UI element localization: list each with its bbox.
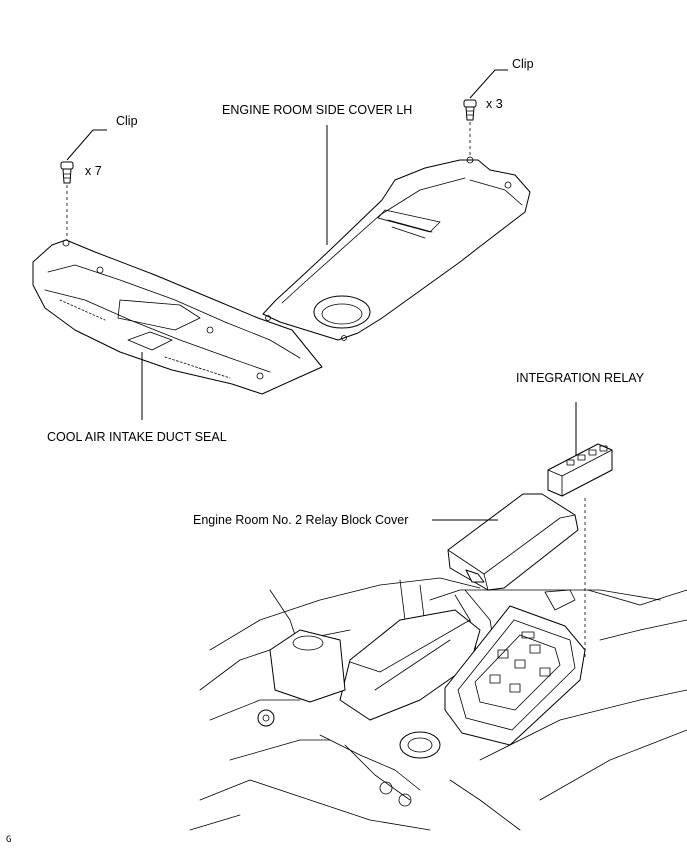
relay-block-cover bbox=[447, 493, 579, 591]
engine-room-side-cover-lh bbox=[262, 156, 531, 341]
clip-right-icon bbox=[463, 99, 477, 121]
clip-right-quantity: x 3 bbox=[486, 97, 503, 111]
clip-right-leader bbox=[469, 69, 508, 99]
clip-left-quantity: x 7 bbox=[85, 164, 102, 178]
side-cover-label: ENGINE ROOM SIDE COVER LH bbox=[222, 103, 413, 117]
clip-left-label: Clip bbox=[116, 114, 138, 128]
duct-seal-label: COOL AIR INTAKE DUCT SEAL bbox=[47, 430, 227, 444]
integration-relay-label: INTEGRATION RELAY bbox=[516, 371, 645, 385]
cool-air-intake-duct-seal bbox=[32, 239, 323, 395]
integration-relay bbox=[547, 443, 613, 497]
clip-right-label: Clip bbox=[512, 57, 534, 71]
clip-left-icon bbox=[60, 161, 74, 184]
engine-bay bbox=[189, 577, 687, 831]
clip-left-leader bbox=[66, 129, 107, 161]
figure-reference: G bbox=[6, 835, 12, 845]
relay-block-cover-label: Engine Room No. 2 Relay Block Cover bbox=[193, 513, 409, 527]
